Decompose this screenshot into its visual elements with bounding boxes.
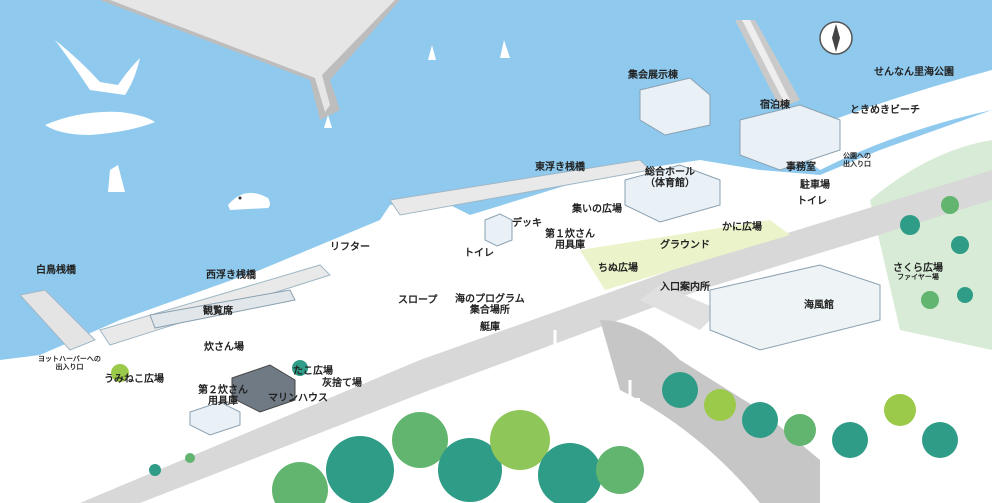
tree-icon	[922, 422, 958, 458]
label-kaifukan: 海風館	[804, 300, 834, 311]
label-park-entrance: 公園への出入り口	[843, 152, 871, 168]
label-suisan-2: 第２炊さん用具庫	[198, 385, 248, 407]
compass-icon	[819, 21, 853, 55]
label-kanranseki: 観覧席	[203, 306, 233, 317]
marine-house-building	[231, 364, 296, 413]
sogo-hall-building	[624, 164, 721, 223]
label-shiratori-sanbashi: 白鳥桟橋	[36, 265, 76, 276]
tree-icon	[111, 364, 129, 382]
label-slope: スロープ	[398, 295, 438, 306]
label-toilet-east: トイレ	[797, 196, 827, 207]
shukai-tenjito-building	[639, 77, 711, 136]
label-deck: デッキ	[512, 218, 542, 229]
label-lifter: リフター	[330, 242, 370, 253]
label-sennan-park: せんなん里海公園	[874, 67, 954, 78]
buildings	[149, 77, 881, 436]
label-chushajo-east: 駐車場	[800, 180, 830, 191]
tree-icon	[832, 422, 868, 458]
label-teiko: 艇庫	[480, 322, 500, 333]
breakwater-west	[100, 0, 400, 120]
tree-icon	[326, 436, 394, 503]
tree-icon	[900, 215, 920, 235]
shukuhakuto-building	[739, 104, 841, 171]
label-kani-hiroba: かに広場	[722, 222, 762, 233]
label-ground: グラウンド	[660, 240, 710, 251]
tree-icon	[149, 464, 161, 476]
tree-icon	[272, 462, 328, 503]
trees	[111, 196, 973, 503]
toilet-center-building	[484, 213, 513, 247]
kaifukan-building	[709, 264, 881, 351]
tree-icon	[538, 443, 602, 503]
suisan-2-building	[189, 401, 241, 436]
label-shukuhakuto: 宿泊棟	[760, 100, 790, 111]
tree-icon	[784, 414, 816, 446]
label-tokimeki-beach: ときめきビーチ	[850, 105, 920, 116]
label-yacht-harbor: ヨットハーバーへの出入り口	[38, 355, 101, 371]
tree-icon	[704, 389, 736, 421]
label-sakura-hiroba: さくら広場ファイヤー場	[893, 263, 943, 281]
tree-icon	[951, 236, 969, 254]
tree-icon	[392, 412, 448, 468]
label-sogo-hall: 総合ホール（体育館）	[645, 167, 695, 189]
label-jimushitsu: 事務室	[786, 162, 816, 173]
whale-icon	[228, 192, 270, 210]
label-kansetsu-ba: 灰捨て場	[322, 378, 362, 389]
shiratori-pier	[19, 289, 96, 351]
ground-field	[580, 220, 790, 290]
seagull-icon	[45, 40, 155, 135]
label-marine-house: マリンハウス	[268, 393, 328, 404]
label-higashi-ukisanbashi: 東浮き桟橋	[535, 162, 585, 173]
label-uminekohiroba: うみねこ広場	[104, 374, 164, 385]
label-nishi-ukisanbashi: 西浮き桟橋	[206, 270, 256, 281]
label-shukai-tenjito: 集会展示棟	[628, 70, 678, 81]
breakwater-east	[735, 20, 800, 108]
tree-icon	[438, 438, 502, 502]
east-pier	[389, 159, 652, 216]
label-chinu-hiroba: ちぬ広場	[598, 263, 638, 274]
label-umi-program: 海のプログラム集合場所	[455, 294, 525, 316]
sailboat-icon	[108, 40, 510, 192]
label-toilet-center: トイレ	[464, 248, 494, 259]
tree-icon	[957, 287, 973, 303]
tree-icon	[742, 402, 778, 438]
tree-icon	[185, 453, 195, 463]
lamp-icon	[553, 330, 632, 420]
kanranseki-stand	[149, 289, 296, 329]
tree-icon	[292, 360, 308, 376]
crosswalk	[598, 398, 640, 419]
tree-icon	[662, 372, 698, 408]
label-tako-hiroba: たこ広場	[293, 366, 333, 377]
label-suisan-1: 第１炊さん用具庫	[545, 229, 595, 251]
tree-icon	[884, 394, 916, 426]
tree-icon	[596, 446, 644, 494]
label-iriguchi-annaijo: 入口案内所	[660, 282, 710, 293]
tree-icon	[490, 410, 550, 470]
entrance-road	[640, 285, 720, 330]
main-road	[80, 170, 992, 503]
tree-icon	[921, 291, 939, 309]
tree-icon	[941, 196, 959, 214]
label-suisanba: 炊さん場	[204, 342, 244, 353]
label-tsudoi-hiroba: 集いの広場	[572, 204, 622, 215]
